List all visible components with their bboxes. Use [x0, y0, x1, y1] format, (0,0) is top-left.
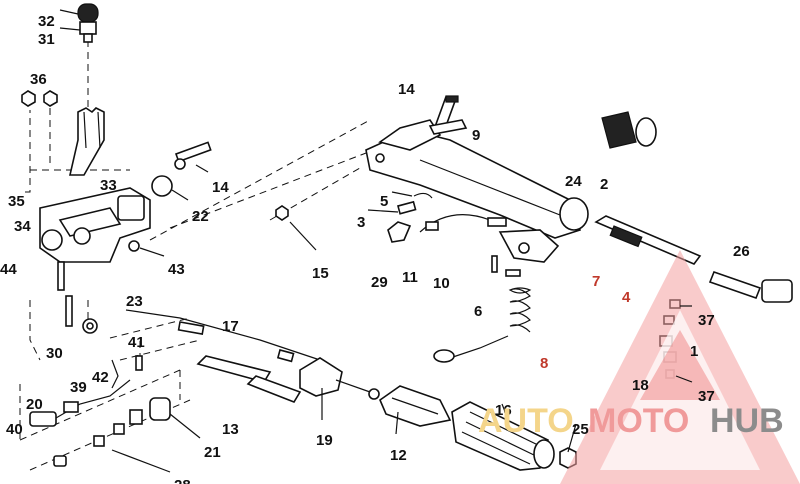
callout-label-35: 35	[8, 193, 25, 210]
callout-label-13: 13	[222, 421, 239, 438]
callout-label-41: 41	[128, 334, 145, 351]
nut-15-part	[275, 205, 289, 221]
callout-label-25: 25	[572, 421, 589, 438]
callout-label-36: 36	[30, 71, 47, 88]
callout-label-24: 24	[565, 173, 582, 190]
callout-label-16: 16	[495, 402, 512, 419]
callout-label-21: 21	[204, 444, 221, 461]
screw-6-part	[491, 255, 521, 277]
leader-line-28	[111, 449, 171, 473]
callout-label-18: 18	[632, 377, 649, 394]
callout-label-33: 33	[100, 177, 117, 194]
callout-label-42: 42	[92, 369, 109, 386]
callout-label-31: 31	[38, 31, 55, 48]
callout-label-26: 26	[733, 243, 750, 260]
leader-line-22	[171, 189, 189, 201]
bolt-14-left-part	[174, 141, 212, 170]
callout-label-14: 14	[212, 179, 229, 196]
callout-label-9: 9	[472, 127, 480, 144]
leader-line-21	[169, 413, 201, 439]
leader-line-37	[675, 375, 693, 383]
callout-label-34: 34	[14, 218, 31, 235]
callout-label-28: 28	[174, 477, 191, 484]
callout-label-20: 20	[26, 396, 43, 413]
tubes-13-part	[196, 355, 302, 403]
part-21-part	[149, 397, 171, 421]
callout-label-7: 7	[592, 273, 600, 290]
callout-label-43: 43	[168, 261, 185, 278]
callout-label-32: 32	[38, 13, 55, 30]
clip-9-part	[428, 119, 468, 135]
watermark-moto: MOTO	[588, 402, 689, 440]
grip-12-part	[379, 385, 452, 427]
leader-lines	[59, 9, 693, 473]
bracket-7-part	[498, 229, 560, 263]
callout-label-29: 29	[371, 274, 388, 291]
leader-line-25	[567, 423, 577, 453]
callout-label-37: 37	[698, 388, 715, 405]
callout-label-15: 15	[312, 265, 329, 282]
watermark-hub: HUB	[710, 402, 784, 440]
small-parts-28-group	[53, 409, 143, 467]
lever-bracket-part	[68, 107, 105, 176]
watermark-auto: AUTO	[478, 402, 574, 440]
callout-label-17: 17	[222, 318, 239, 335]
callout-label-1: 1	[690, 343, 698, 360]
cable-17-part	[125, 309, 321, 363]
callout-label-10: 10	[433, 275, 450, 292]
shaft-2-part	[594, 215, 702, 265]
leader-line-3	[367, 209, 399, 213]
handle-16-part	[451, 401, 555, 471]
callout-label-3: 3	[357, 214, 365, 231]
switch-assembly-part	[29, 355, 143, 427]
callout-label-4: 4	[622, 289, 631, 306]
leader-line-16	[501, 403, 507, 415]
screw-43-part	[128, 240, 140, 252]
washer-22-part	[151, 175, 173, 197]
callout-label-30: 30	[46, 345, 63, 362]
spring-cord-8-part	[433, 287, 532, 363]
callout-label-12: 12	[390, 447, 407, 464]
callout-label-22: 22	[192, 208, 209, 225]
callout-label-40: 40	[6, 421, 23, 438]
bushing-24-part	[601, 111, 657, 149]
leader-line-32	[59, 9, 79, 15]
watermark-triangle	[560, 250, 800, 484]
leader-line-43	[139, 247, 165, 257]
callout-label-2: 2	[600, 176, 608, 193]
leader-line-14	[195, 164, 209, 173]
tiller-arm-part	[365, 119, 589, 239]
callout-label-37: 37	[698, 312, 715, 329]
nut-pair-part	[21, 90, 58, 107]
callout-label-8: 8	[540, 355, 548, 372]
callout-label-6: 6	[474, 303, 482, 320]
part-19-part	[299, 357, 380, 400]
control-housing-part	[39, 187, 151, 263]
callout-label-23: 23	[126, 293, 143, 310]
small-parts-group	[387, 192, 507, 243]
bolt-30-part	[57, 261, 98, 334]
callout-label-19: 19	[316, 432, 333, 449]
leader-line-12	[395, 411, 399, 435]
part-26-part	[708, 270, 793, 303]
callout-label-11: 11	[402, 269, 418, 286]
callout-label-39: 39	[70, 379, 87, 396]
callout-label-5: 5	[380, 193, 388, 210]
callout-label-44: 44	[0, 261, 17, 278]
leader-line-31	[59, 27, 81, 31]
leader-line-5	[391, 191, 413, 197]
callout-label-14: 14	[398, 81, 415, 98]
shift-knob-part	[77, 3, 99, 43]
leader-line-15	[289, 221, 317, 251]
